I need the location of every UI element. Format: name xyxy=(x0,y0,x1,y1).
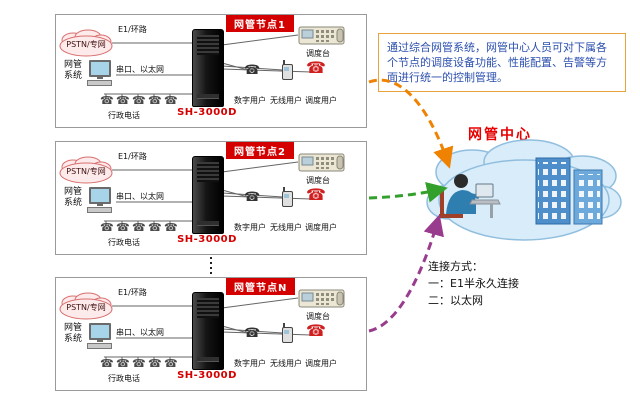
user-label-dispatch: 调度用户 xyxy=(305,359,337,368)
digital-user-phone-icon: ☎ xyxy=(244,63,261,78)
admin-phones-label: 行政电话 xyxy=(108,374,140,383)
wireless-user-handset-icon xyxy=(282,187,293,207)
admin-phones-label: 行政电话 xyxy=(108,111,140,120)
wireless-user-handset-icon xyxy=(282,60,293,80)
user-label-wireless: 无线用户 xyxy=(270,359,302,368)
node-box: 网管节点2 PSTN/专网 E1/环路 网管 系统 串口、以太网 SH-3000… xyxy=(55,141,367,255)
server-model-label: SH-3000D xyxy=(177,234,237,245)
phone-icon: ☎ xyxy=(100,357,114,370)
user-label-wireless: 无线用户 xyxy=(270,96,302,105)
computer-screen xyxy=(89,323,111,340)
computer-screen xyxy=(89,187,111,204)
pstn-cloud-icon xyxy=(59,156,113,184)
office-buildings-icon xyxy=(535,157,603,225)
dispatch-console-label: 调度台 xyxy=(306,49,330,58)
dispatch-user-phone-icon: ☎ xyxy=(306,58,326,77)
node-title: 网管节点1 xyxy=(226,15,294,32)
e1-link-label: E1/环路 xyxy=(118,288,147,297)
computer-icon xyxy=(86,323,114,349)
connection-heading: 连接方式： xyxy=(428,260,483,273)
serial-ethernet-label: 串口、以太网 xyxy=(116,65,164,74)
center-title: 网管中心 xyxy=(468,127,532,143)
connection-item-1: 一：E1半永久连接 xyxy=(428,277,519,290)
computer-keyboard xyxy=(87,343,112,349)
pstn-label: PSTN/专网 xyxy=(66,167,106,176)
pstn-cloud-icon xyxy=(59,29,113,57)
phone-icon: ☎ xyxy=(148,357,162,370)
digital-user-phone-icon: ☎ xyxy=(244,326,261,341)
user-label-digital: 数字用户 xyxy=(234,359,266,368)
nms-system-label: 网管 系统 xyxy=(64,60,83,81)
node-connector-lines xyxy=(104,161,312,226)
pstn-label: PSTN/专网 xyxy=(66,40,106,49)
network-center-illustration xyxy=(426,139,622,241)
phone-icon: ☎ xyxy=(116,221,130,234)
server-model-label: SH-3000D xyxy=(177,370,237,381)
dispatch-user-phone-icon: ☎ xyxy=(306,321,326,340)
computer-keyboard xyxy=(87,80,112,86)
server-tower-icon xyxy=(192,156,224,234)
nms-system-label: 网管 系统 xyxy=(64,323,83,344)
info-text: 通过综合网管系统，网管中心人员可对下属各个节点的调度设备功能、性能配置、告警等方… xyxy=(387,41,607,84)
dispatch-console-icon xyxy=(298,26,345,45)
dispatch-console-label: 调度台 xyxy=(306,176,330,185)
computer-stand xyxy=(97,76,103,79)
digital-user-phone-icon: ☎ xyxy=(244,190,261,205)
user-label-digital: 数字用户 xyxy=(234,223,266,232)
node-connector-lines xyxy=(104,34,312,99)
serial-ethernet-label: 串口、以太网 xyxy=(116,192,164,201)
connection-item-2: 二：以太网 xyxy=(428,294,483,307)
phone-icon: ☎ xyxy=(116,357,130,370)
user-label-digital: 数字用户 xyxy=(234,96,266,105)
phone-icon: ☎ xyxy=(132,221,146,234)
computer-keyboard xyxy=(87,207,112,213)
admin-phones-label: 行政电话 xyxy=(108,238,140,247)
dispatch-user-phone-icon: ☎ xyxy=(306,185,326,204)
phone-icon: ☎ xyxy=(164,357,178,370)
phone-icon: ☎ xyxy=(164,221,178,234)
computer-stand xyxy=(97,203,103,206)
operator-at-computer-icon xyxy=(439,174,501,218)
pstn-label: PSTN/专网 xyxy=(66,303,106,312)
phone-icon: ☎ xyxy=(100,94,114,107)
e1-link-label: E1/环路 xyxy=(118,152,147,161)
computer-stand xyxy=(97,339,103,342)
phone-icon: ☎ xyxy=(164,94,178,107)
pstn-cloud-icon xyxy=(59,292,113,320)
phone-icon: ☎ xyxy=(132,94,146,107)
server-model-label: SH-3000D xyxy=(177,107,237,118)
computer-icon xyxy=(86,187,114,213)
computer-icon xyxy=(86,60,114,86)
connection-note: 连接方式： 一：E1半永久连接 二：以太网 xyxy=(428,258,519,309)
server-tower-icon xyxy=(192,29,224,107)
dispatch-console-icon xyxy=(298,289,345,308)
e1-link-label: E1/环路 xyxy=(118,25,147,34)
node-title: 网管节点2 xyxy=(226,142,294,159)
dispatch-console-label: 调度台 xyxy=(306,312,330,321)
phone-icon: ☎ xyxy=(116,94,130,107)
node-title: 网管节点N xyxy=(226,278,296,295)
wireless-user-handset-icon xyxy=(282,323,293,343)
computer-screen xyxy=(89,60,111,77)
info-box: 通过综合网管系统，网管中心人员可对下属各个节点的调度设备功能、性能配置、告警等方… xyxy=(378,33,626,92)
node-connector-lines xyxy=(104,297,312,362)
node-box: 网管节点N PSTN/专网 E1/环路 网管 系统 串口、以太网 SH-3000… xyxy=(55,277,367,391)
phone-icon: ☎ xyxy=(148,94,162,107)
phone-icon: ☎ xyxy=(100,221,114,234)
node-box: 网管节点1 PSTN/专网 E1/环路 网管 系统 串口、以太网 SH-3000… xyxy=(55,14,367,128)
server-tower-icon xyxy=(192,292,224,370)
phone-icon: ☎ xyxy=(132,357,146,370)
phone-icon: ☎ xyxy=(148,221,162,234)
serial-ethernet-label: 串口、以太网 xyxy=(116,328,164,337)
user-label-dispatch: 调度用户 xyxy=(305,223,337,232)
dispatch-console-icon xyxy=(298,153,345,172)
user-label-dispatch: 调度用户 xyxy=(305,96,337,105)
user-label-wireless: 无线用户 xyxy=(270,223,302,232)
nms-system-label: 网管 系统 xyxy=(64,187,83,208)
